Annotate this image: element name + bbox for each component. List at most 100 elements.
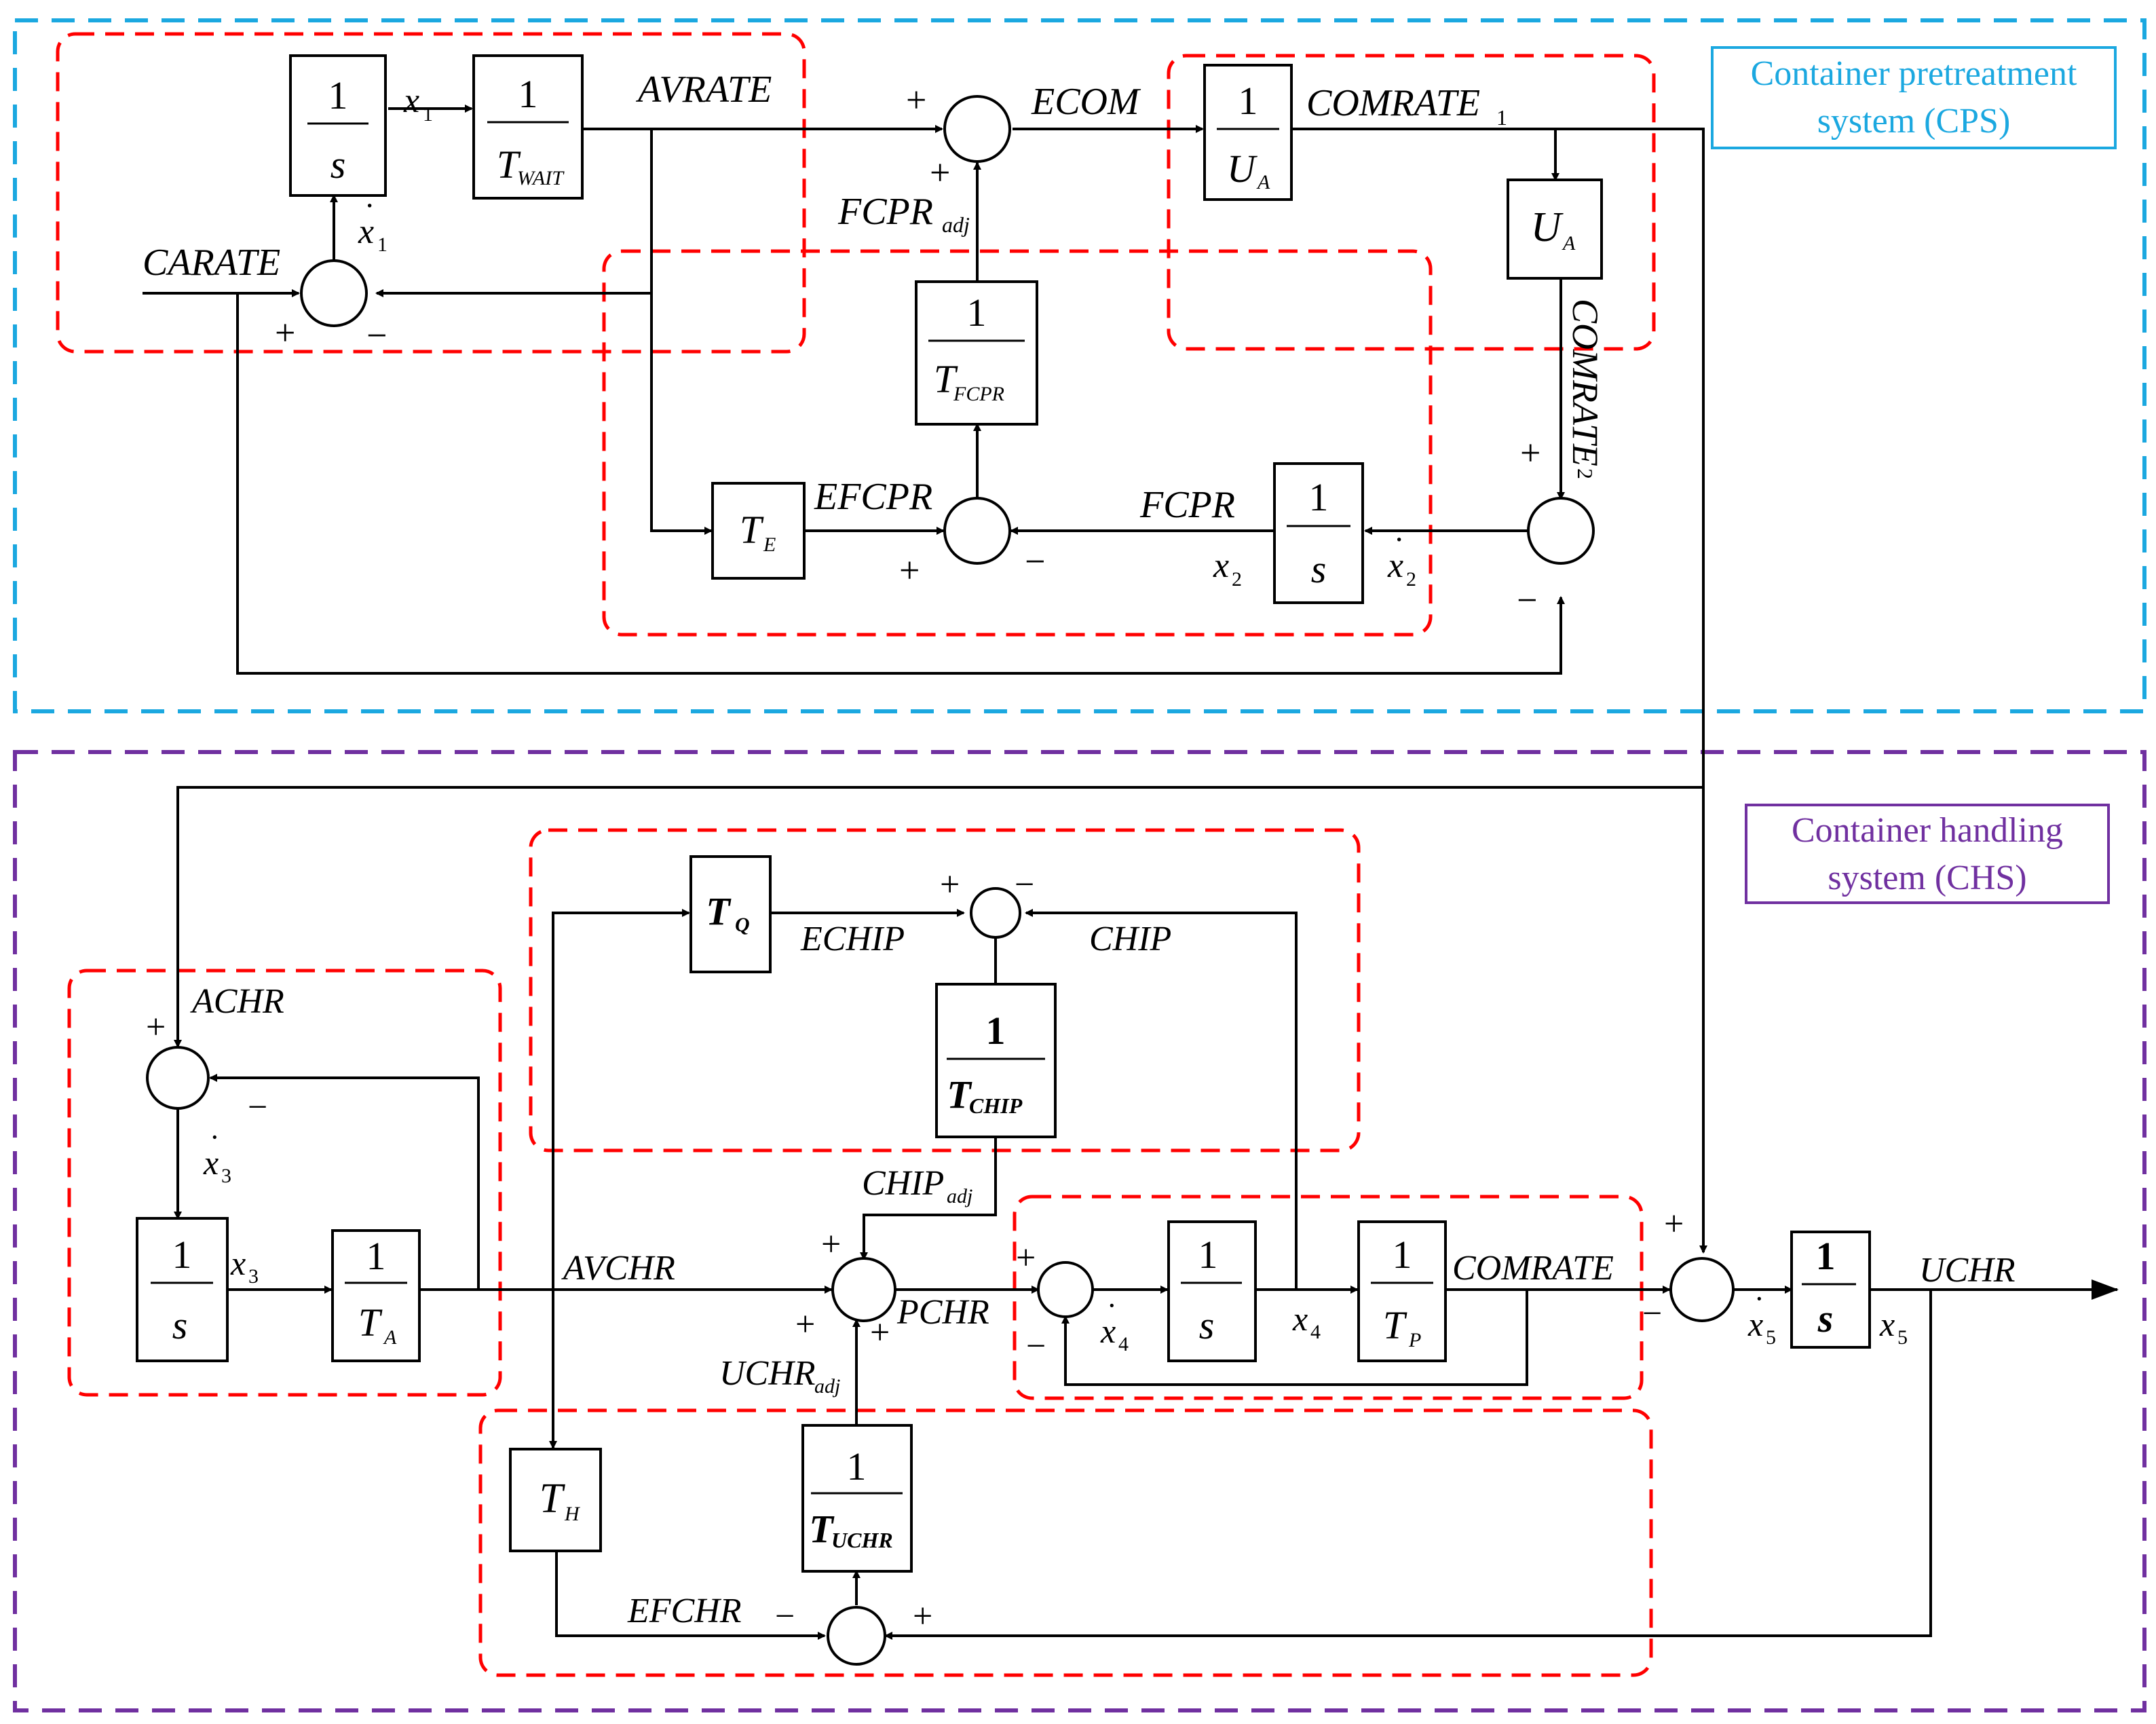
label-x5-sub: 5 — [1897, 1326, 1908, 1349]
sign-achr-plus: + — [146, 1008, 166, 1047]
block-ta-sub: A — [383, 1326, 397, 1349]
label-chip-adj-sub: adj — [947, 1185, 972, 1207]
label-ecom: ECOM — [1031, 81, 1141, 123]
block-int-x2: 1 s — [1273, 462, 1364, 604]
block-tq-sub: Q — [735, 914, 750, 936]
block-twait-num: 1 — [518, 72, 538, 116]
block-tq: T Q — [689, 855, 772, 973]
sign-x2-plus: + — [1520, 432, 1540, 473]
block-int-x3-den: s — [172, 1303, 188, 1347]
label-comrate: COMRATE — [1452, 1249, 1614, 1288]
dot-x4: · — [1107, 1289, 1117, 1322]
chs-labels: ACHR ECHIP CHIP CHIP adj AVCHR PCHR UCHR… — [190, 920, 2016, 1630]
block-tfcpr-den: T — [934, 357, 958, 401]
sum-efchr — [827, 1606, 886, 1666]
label-chip: CHIP — [1089, 920, 1171, 958]
subsystem-chs-comrate — [1013, 1195, 1644, 1400]
cps-border — [13, 18, 2146, 713]
sign-pchr-plus1: + — [821, 1225, 841, 1264]
label-fcpr-adj-sub: adj — [942, 212, 970, 237]
label-x4-sub: 4 — [1310, 1321, 1321, 1343]
block-int-x5-num: 1 — [1816, 1234, 1836, 1278]
cps-legend-line2: system (CPS) — [1817, 102, 2011, 140]
label-achr: ACHR — [190, 982, 284, 1021]
label-efcpr: EFCPR — [814, 476, 932, 518]
subsystem-chs-chip — [529, 828, 1361, 1153]
block-int-x4-den: s — [1199, 1303, 1215, 1347]
block-ua-text-sub: A — [1562, 232, 1576, 255]
block-int-x3-num: 1 — [172, 1233, 192, 1277]
cps-legend: Container pretreatment system (CPS) — [1711, 46, 2117, 149]
sign-pchr-plus3: + — [870, 1313, 890, 1352]
sign-efchr-minus: − — [775, 1597, 795, 1636]
sign-ecom-plus2: + — [930, 152, 950, 193]
label-x2: x — [1213, 546, 1229, 585]
label-x4-dot-sub: 4 — [1118, 1333, 1129, 1355]
label-x1-dot: x — [358, 212, 374, 251]
block-ua-num: 1 — [1238, 79, 1258, 123]
block-int-x1-num: 1 — [328, 73, 348, 117]
label-x5-dot-sub: 5 — [1766, 1326, 1776, 1349]
sum-x4 — [1037, 1261, 1094, 1318]
sign-efcpr-plus: + — [899, 550, 920, 591]
block-th: T H — [509, 1448, 602, 1552]
block-ua: U A — [1507, 179, 1603, 280]
block-1-over-tchip: 1 T CHIP — [935, 983, 1057, 1138]
block-tfcpr-sub: FCPR — [953, 383, 1004, 405]
label-comrate2: COMRATE — [1565, 299, 1606, 466]
chs-signs: + − + − + + + + − + − − + — [146, 865, 1684, 1636]
block-int-x2-den: s — [1311, 547, 1327, 591]
label-uchr: UCHR — [1919, 1251, 2016, 1290]
label-x5-dot: x — [1747, 1305, 1763, 1343]
block-tuchr-sub: UCHR — [831, 1528, 893, 1552]
cps-wires — [143, 105, 1707, 1254]
block-tchip-sub: CHIP — [969, 1093, 1023, 1118]
block-1-over-tfcpr: 1 T FCPR — [915, 280, 1038, 426]
label-x4: x — [1292, 1300, 1308, 1338]
sign-x2-minus: − — [1517, 580, 1537, 620]
block-int-x1-den: s — [330, 143, 346, 187]
block-th-text: T — [540, 1476, 566, 1522]
sign-x4-plus: + — [1016, 1239, 1036, 1277]
block-1-over-tuchr: 1 T UCHR — [801, 1424, 913, 1573]
block-tuchr-den: T — [809, 1507, 835, 1551]
subsystem-cps-wait — [56, 32, 806, 354]
block-th-sub: H — [564, 1503, 581, 1525]
label-x2-dot: x — [1387, 546, 1403, 585]
block-int-x4-num: 1 — [1198, 1233, 1218, 1277]
block-tchip-num: 1 — [986, 1009, 1006, 1053]
block-ua-den: U — [1227, 147, 1258, 191]
block-tchip-den: T — [947, 1072, 972, 1117]
label-echip: ECHIP — [800, 920, 905, 958]
label-uchr-adj-sub: adj — [814, 1375, 840, 1398]
sum-x1 — [300, 259, 368, 327]
block-int-x2-num: 1 — [1309, 475, 1329, 519]
sum-ecom — [943, 95, 1011, 163]
block-tfcpr-num: 1 — [967, 291, 987, 335]
block-tq-text: T — [706, 889, 732, 933]
label-avchr: AVCHR — [561, 1249, 675, 1288]
label-x1: x — [403, 81, 419, 120]
label-x5: x — [1879, 1305, 1895, 1343]
block-int-x5: 1 s — [1790, 1231, 1871, 1349]
label-efchr: EFCHR — [627, 1592, 742, 1630]
label-carate: CARATE — [143, 242, 280, 284]
label-x2-dot-sub: 2 — [1406, 568, 1416, 591]
subsystem-chs-uchr — [478, 1408, 1653, 1677]
subsystem-groups — [56, 32, 1656, 1677]
cps-labels: x 1 AVRATE ECOM COMRATE 1 CARATE x · 1 F… — [143, 69, 1606, 591]
block-twait-den: T — [497, 143, 521, 187]
sign-x5-minus: − — [1642, 1294, 1662, 1333]
sum-efcpr — [943, 497, 1011, 565]
label-x3-dot-sub: 3 — [221, 1165, 231, 1187]
label-uchr-adj: UCHR — [719, 1354, 816, 1393]
sign-efchr-plus: + — [913, 1597, 932, 1636]
sign-chip-plus: + — [940, 865, 960, 904]
label-x3: x — [230, 1244, 246, 1282]
block-ua-text: U — [1531, 204, 1564, 250]
sign-ecom-plus1: + — [906, 79, 926, 120]
label-avrate: AVRATE — [635, 69, 772, 111]
sign-sum-x1-plus: + — [275, 312, 295, 353]
sign-x5-plus: + — [1664, 1205, 1684, 1243]
